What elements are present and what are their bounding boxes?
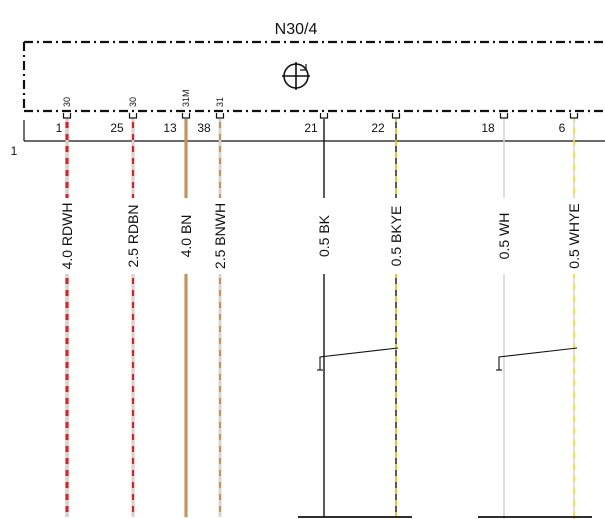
wire-18: 0.5 WH	[496, 119, 512, 519]
pin-number: 38	[197, 121, 211, 135]
wire-label: 0.5 WH	[496, 213, 512, 260]
wire-1: 4.0 RDWH	[59, 119, 75, 517]
motor-symbol-icon	[282, 62, 310, 90]
wires-layer: 4.0 RDWH 2.5 RDBN 4.0 BN 2.5 BNWH 0.5 BK 0.5 …	[59, 119, 582, 519]
pin-terminal-label: 31	[215, 97, 225, 107]
wire-label: 0.5 BKYE	[388, 206, 404, 267]
shield-bracket-left	[317, 347, 399, 371]
pin-number: 18	[481, 121, 495, 135]
wire-6: 0.5 WHYE	[566, 119, 582, 519]
edge-marker: 1	[11, 144, 18, 158]
shield-bracket-right	[496, 347, 578, 371]
wire-38: 2.5 BNWH	[212, 119, 228, 517]
pin-21: 21	[304, 113, 329, 135]
pin-terminal-marker	[391, 113, 401, 119]
wire-label: 2.5 BNWH	[212, 203, 228, 269]
wire-label-backing	[316, 198, 332, 274]
pin-38: 38 31	[197, 97, 225, 135]
wire-label-backing	[496, 198, 512, 274]
component-housing	[22, 40, 605, 113]
pin-terminal-marker	[215, 113, 225, 119]
pin-terminal-marker	[128, 113, 138, 119]
pin-18: 18	[481, 113, 509, 135]
pin-number: 25	[110, 121, 124, 135]
wire-label: 0.5 BK	[316, 214, 332, 257]
wire-label-backing	[178, 198, 194, 274]
wire-label-backing	[388, 198, 404, 274]
pin-terminal-label: 31M	[181, 89, 191, 107]
pin-terminal-marker	[499, 113, 509, 119]
wire-label-backing	[59, 198, 75, 274]
wire-21: 0.5 BK	[316, 119, 332, 517]
wire-label-backing	[212, 198, 228, 274]
pin-25: 25 30	[110, 97, 138, 135]
pin-terminal-marker	[181, 113, 191, 119]
pin-22: 22	[371, 113, 401, 135]
wire-label: 4.0 BN	[178, 215, 194, 258]
pins-layer: 1 30 25 30 13 31M 38 31 21 22 18 6	[56, 89, 579, 135]
pin-1: 1 30	[56, 97, 72, 135]
pin-terminal-label: 30	[128, 97, 138, 107]
pin-terminal-marker	[569, 113, 579, 119]
wire-label: 4.0 RDWH	[59, 203, 75, 270]
wire-label-backing	[566, 198, 582, 274]
connector-rail	[23, 120, 605, 142]
wire-label: 2.5 RDBN	[125, 204, 141, 267]
wire-label-backing	[125, 198, 141, 274]
pin-number: 6	[559, 121, 566, 135]
wire-13: 4.0 BN	[178, 119, 194, 517]
wire-label: 0.5 WHYE	[566, 203, 582, 268]
pin-number: 1	[56, 121, 63, 135]
pin-number: 13	[163, 121, 177, 135]
pin-terminal-label: 30	[62, 97, 72, 107]
pin-6: 6	[559, 113, 579, 135]
pin-terminal-marker	[62, 113, 72, 119]
pin-terminal-marker	[319, 113, 329, 119]
pin-13: 13 31M	[163, 89, 191, 135]
component-name: N30/4	[275, 21, 318, 38]
wire-25: 2.5 RDBN	[125, 119, 141, 517]
pin-number: 22	[371, 121, 385, 135]
wire-22: 0.5 BKYE	[388, 119, 404, 517]
pin-number: 21	[304, 121, 318, 135]
